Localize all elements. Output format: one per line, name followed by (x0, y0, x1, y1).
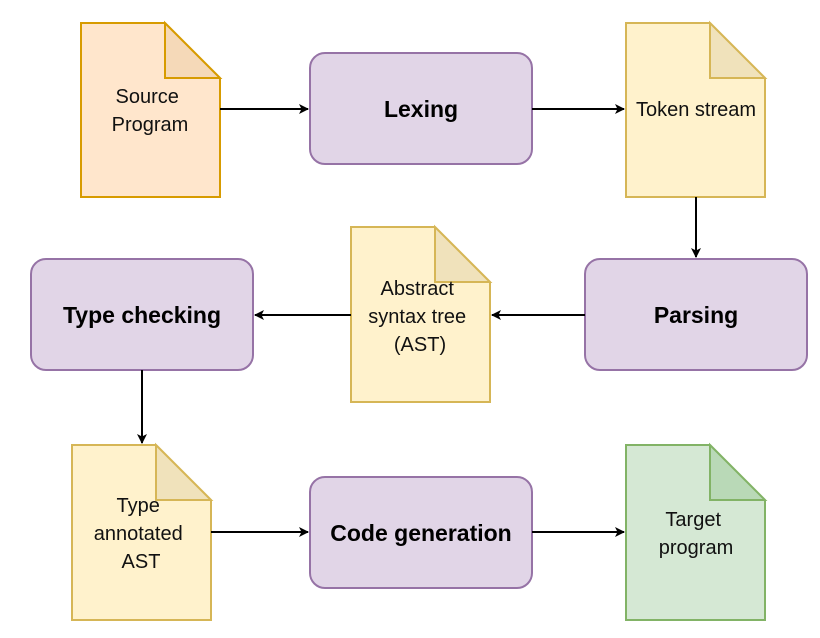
source-program-fold (164, 20, 223, 79)
source-program-label-line-2: Program (112, 114, 189, 136)
token-stream-label: Token stream (636, 99, 756, 121)
target-program-node: Target program (625, 442, 768, 621)
target-program-shape (625, 444, 766, 621)
type-annotated-ast-label-line-3: AST (122, 551, 161, 573)
target-program-label-line-1: Target (665, 509, 721, 531)
type-checking-label: Type checking (63, 302, 221, 328)
type-annotated-ast-label-line-2: annotated (94, 523, 183, 545)
source-program-node: Source Program (80, 20, 223, 198)
svg-text:Source Program: Source Program (112, 86, 189, 136)
svg-text:Token stream: Token stream (636, 99, 756, 121)
ast-node: Abstract syntax tree (AST) (350, 224, 493, 403)
svg-text:Type annotated AST: Type annotated AST (94, 495, 189, 573)
token-stream-fold (709, 20, 768, 79)
lexing-node: Lexing (309, 52, 533, 165)
code-generation-label: Code generation (330, 520, 511, 546)
source-program-shape (80, 22, 221, 198)
parsing-label: Parsing (654, 302, 738, 328)
ast-label-line-1: Abstract (381, 278, 455, 300)
svg-text:Target program: Target program (659, 509, 733, 559)
target-program-label-line-2: program (659, 537, 733, 559)
token-stream-node: Token stream (625, 20, 768, 198)
lexing-label: Lexing (384, 96, 458, 122)
ast-label-line-2: syntax tree (368, 306, 466, 328)
target-program-fold (709, 442, 768, 501)
type-checking-node: Type checking (30, 258, 254, 371)
ast-fold (434, 224, 493, 283)
source-program-label-line-1: Source (116, 86, 179, 108)
type-annotated-ast-node: Type annotated AST (71, 442, 214, 621)
code-generation-node: Code generation (309, 476, 533, 589)
ast-label-line-3: (AST) (394, 334, 446, 356)
type-annotated-ast-label-line-1: Type (117, 495, 160, 517)
parsing-node: Parsing (584, 258, 808, 371)
svg-text:Abstract syntax tree: Abstract syntax tree (AST) (368, 278, 471, 356)
type-annotated-ast-fold (155, 442, 214, 501)
